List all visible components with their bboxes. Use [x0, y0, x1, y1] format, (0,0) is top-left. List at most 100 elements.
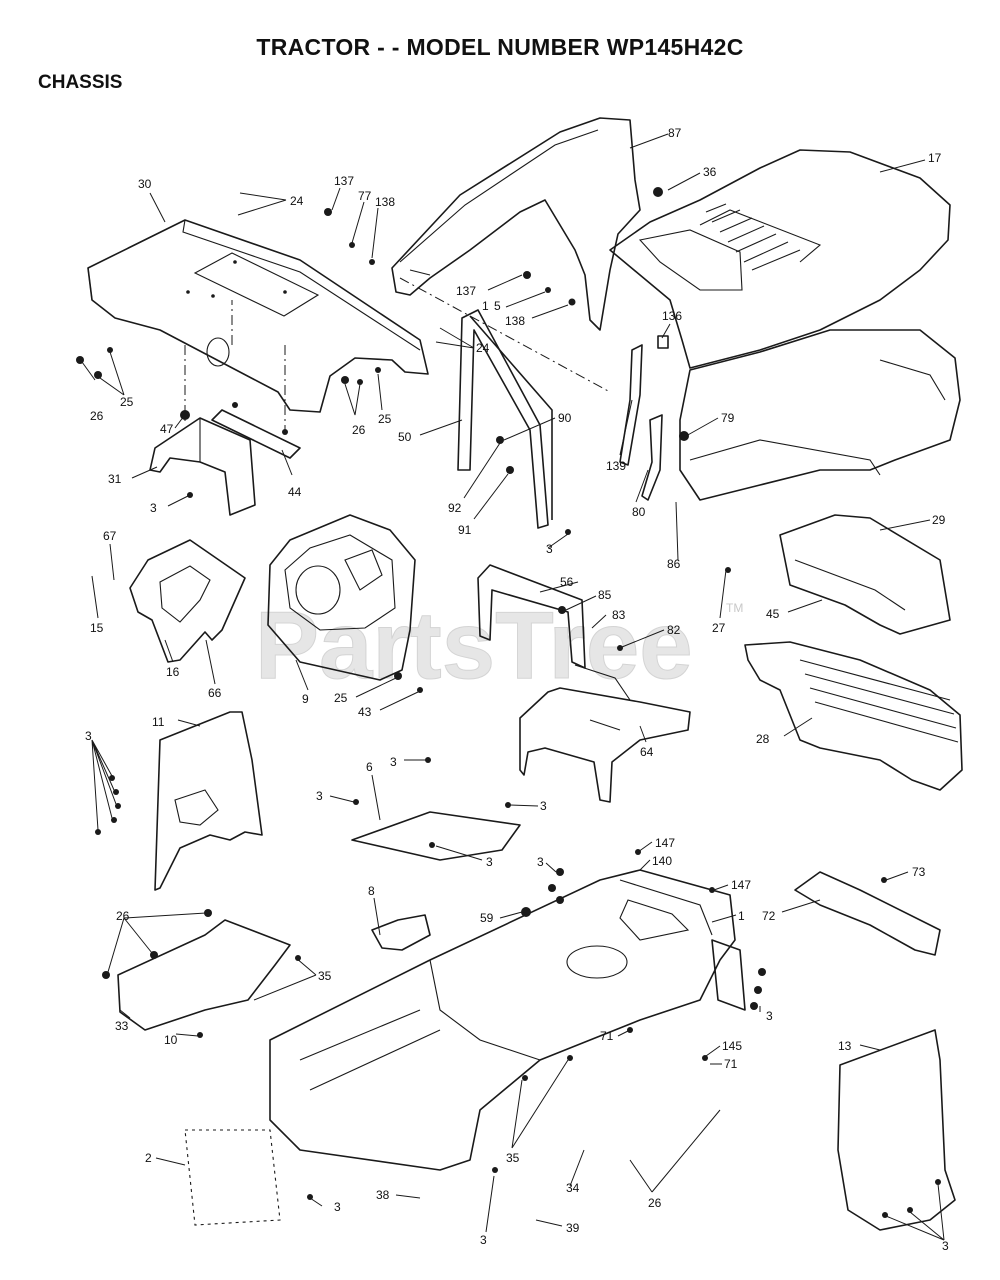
callout-label: 26 — [116, 909, 130, 923]
part-mount-bracket — [149, 409, 301, 516]
callout-label: 138 — [505, 314, 525, 328]
part-bumper-136 — [657, 335, 669, 349]
callout-label: 50 — [398, 430, 412, 444]
callout-label: 91 — [458, 523, 472, 537]
callout-label: 90 — [558, 411, 572, 425]
callout-label: 10 — [164, 1033, 178, 1047]
callout-label: 39 — [566, 1221, 580, 1235]
callout-label: 8 — [368, 884, 375, 898]
callout-label: 45 — [766, 607, 780, 621]
callout-label: 137 — [456, 284, 476, 298]
callout-label: 3 — [390, 755, 397, 769]
callout-label: 26 — [352, 423, 366, 437]
page-title: TRACTOR - - MODEL NUMBER WP145H42C — [256, 34, 744, 60]
callout-label: 87 — [668, 126, 682, 140]
callout-label: 79 — [721, 411, 735, 425]
callout-label: 33 — [115, 1019, 129, 1033]
part-lower-plate-2 — [184, 1129, 281, 1226]
callout-label: 3 — [486, 855, 493, 869]
callout-label: 72 — [762, 909, 776, 923]
part-bracket-72 — [794, 871, 941, 956]
callout-label: 64 — [640, 745, 654, 759]
part-shield — [129, 539, 246, 663]
callout-label: 92 — [448, 501, 462, 515]
callout-label: 83 — [612, 608, 626, 622]
callout-label: 59 — [480, 911, 494, 925]
callout-label: 29 — [932, 513, 946, 527]
callout-label: 1 — [482, 299, 489, 313]
callout-label: 71 — [600, 1029, 614, 1043]
part-side-panel-11 — [154, 711, 263, 891]
callout-label: 73 — [912, 865, 926, 879]
section-title: CHASSIS — [38, 72, 123, 93]
part-dash-cover — [391, 117, 641, 331]
part-bumper-29 — [779, 514, 951, 635]
callout-label: 147 — [655, 836, 675, 850]
part-plate-56 — [477, 564, 586, 669]
callout-labels: 87 36 17 30 24 137 77 138 137 1 5 138 24… — [85, 126, 949, 1253]
part-plate-6 — [351, 811, 521, 861]
callout-label: 145 — [722, 1039, 742, 1053]
callout-label: 136 — [662, 309, 682, 323]
callout-label: 140 — [652, 854, 672, 868]
part-support-frame — [457, 309, 553, 529]
callout-label: 36 — [703, 165, 717, 179]
callout-label: 85 — [598, 588, 612, 602]
part-grille-28 — [744, 641, 963, 791]
part-dash-panel — [267, 514, 416, 681]
callout-label: 139 — [606, 459, 626, 473]
part-fender-cover — [87, 219, 429, 413]
callout-label: 27 — [712, 621, 726, 635]
callout-label: 31 — [108, 472, 122, 486]
callout-label: 67 — [103, 529, 117, 543]
callout-label: 6 — [366, 760, 373, 774]
callout-label: 44 — [288, 485, 302, 499]
callout-label: 1 — [738, 909, 745, 923]
callout-label: 15 — [90, 621, 104, 635]
callout-label: 38 — [376, 1188, 390, 1202]
callout-label: 86 — [667, 557, 681, 571]
callout-label: 77 — [358, 189, 372, 203]
callout-label: 3 — [334, 1200, 341, 1214]
callout-label: 3 — [150, 501, 157, 515]
callout-label: 25 — [120, 395, 134, 409]
part-step-plate-33 — [117, 919, 291, 1031]
callout-label: 56 — [560, 575, 574, 589]
part-main-frame — [269, 869, 736, 1171]
callout-label: 26 — [648, 1196, 662, 1210]
callout-label: 47 — [160, 422, 174, 436]
callout-label: 71 — [724, 1057, 738, 1071]
part-bracket-145 — [711, 939, 746, 1011]
part-clip-8 — [371, 914, 431, 951]
callout-label: 24 — [290, 194, 304, 208]
callout-label: 3 — [85, 729, 92, 743]
callout-label: 26 — [90, 409, 104, 423]
callout-label: 25 — [334, 691, 348, 705]
part-nose-grille — [679, 329, 961, 501]
hardware-fasteners — [76, 187, 941, 1218]
callout-label: 9 — [302, 692, 309, 706]
callout-label: 137 — [334, 174, 354, 188]
callout-label: 17 — [928, 151, 942, 165]
callout-label: 3 — [546, 542, 553, 556]
callout-leaders — [81, 133, 945, 1241]
callout-label: 35 — [506, 1151, 520, 1165]
callout-label: 82 — [667, 623, 681, 637]
callout-label: 16 — [166, 665, 180, 679]
part-bracket-64 — [519, 664, 691, 803]
callout-label: 25 — [378, 412, 392, 426]
part-panel-13 — [837, 1029, 956, 1231]
callout-label: 3 — [316, 789, 323, 803]
callout-label: 35 — [318, 969, 332, 983]
callout-label: 3 — [480, 1233, 487, 1247]
part-hood-bracket — [619, 344, 663, 501]
callout-label: 2 — [145, 1151, 152, 1165]
callout-label: 28 — [756, 732, 770, 746]
callout-label: 34 — [566, 1181, 580, 1195]
callout-label: 3 — [540, 799, 547, 813]
watermark-trademark: TM — [726, 601, 743, 615]
callout-label: 147 — [731, 878, 751, 892]
callout-label: 5 — [494, 299, 501, 313]
callout-label: 3 — [537, 855, 544, 869]
